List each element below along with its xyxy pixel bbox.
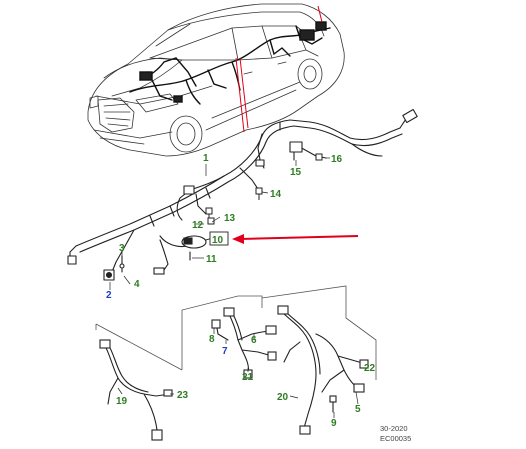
inset-boundary: [95, 285, 377, 380]
harness-21: [211, 307, 277, 379]
harness-19: [99, 339, 173, 441]
callout-11: 11: [206, 254, 217, 265]
callout-8: 8: [209, 334, 215, 345]
car-illustration: [87, 3, 345, 157]
callout-21: 21: [242, 372, 254, 383]
callout-20: 20: [277, 392, 289, 403]
car-internal-harness: [129, 21, 331, 105]
callout-19: 19: [116, 396, 128, 407]
callout-9: 9: [331, 418, 337, 429]
callout-15: 15: [290, 167, 302, 178]
callout-23: 23: [177, 390, 189, 401]
callout-16: 16: [331, 154, 343, 165]
callout-labels: 1 2 3 4 5 6 7 8 9 10 11 12 13 14 15 16 1…: [106, 153, 376, 429]
date-code: 30-2020: [380, 424, 408, 433]
reference-code: EC00035: [380, 434, 411, 443]
callout-13: 13: [224, 213, 236, 224]
callout-10-box: [209, 231, 229, 246]
callout-14: 14: [270, 189, 282, 200]
harness-20: [277, 305, 369, 435]
callout-22: 22: [364, 363, 376, 374]
callout-10: 10: [212, 235, 224, 246]
fasteners: [205, 153, 323, 225]
car-location-markers: [235, 5, 323, 133]
callout-7: 7: [222, 346, 228, 357]
callout-6: 6: [251, 335, 257, 346]
callout-4: 4: [134, 279, 140, 290]
main-harness: [67, 108, 418, 281]
leader-lines: [109, 157, 368, 418]
callout-12: 12: [192, 220, 204, 231]
callout-3: 3: [119, 243, 125, 254]
callout-5: 5: [355, 404, 361, 415]
highlight-arrow: [232, 234, 359, 244]
callout-1: 1: [203, 153, 209, 164]
callout-2: 2: [106, 290, 112, 301]
sub-harness-10: [153, 235, 217, 275]
